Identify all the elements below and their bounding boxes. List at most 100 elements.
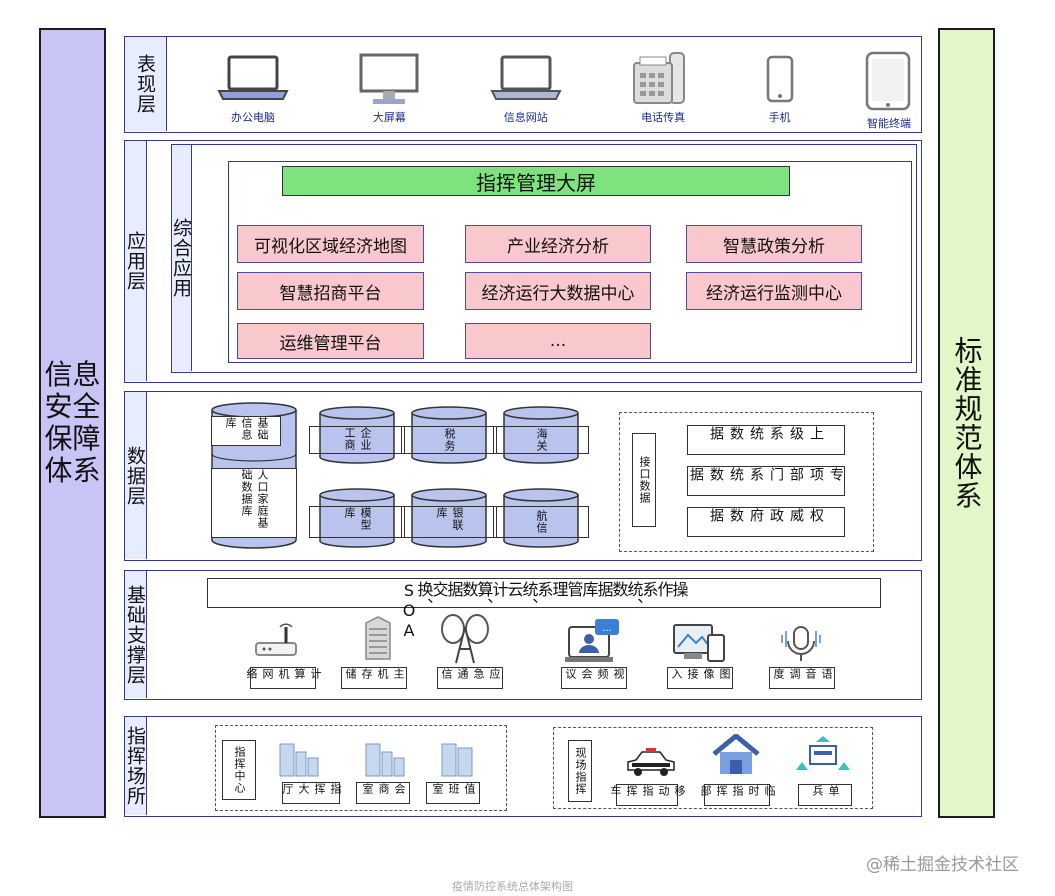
device-fax: 电话传真 [630, 51, 696, 131]
interface-data-label: 接口数据 [638, 456, 651, 504]
server-icon [365, 616, 391, 660]
police-car-icon [627, 748, 675, 776]
infra-label: 计算机网络 [245, 668, 322, 680]
db-label-box: 银联库 [401, 506, 497, 538]
infra-label: 主机存储 [344, 668, 405, 680]
antenna-icon [441, 614, 489, 664]
site-label: 值班室 [431, 783, 476, 795]
infra-storage [343, 615, 413, 661]
microphone-icon [781, 626, 821, 661]
site-mobile-vehicle [624, 748, 684, 778]
infra-voice-label: 语音调度 [769, 667, 835, 689]
module-industry-analysis: 产业经济分析 [465, 225, 651, 263]
db-enterprise: 企业工商 [309, 406, 405, 464]
site-label: 指挥大厅 [281, 783, 342, 795]
field-command-box: 现场指挥 [568, 740, 592, 802]
data-layer-label: 数据层 [124, 445, 146, 506]
image-access-icon [673, 624, 725, 662]
integrated-app-frame: 综合应用 指挥管理大屏 可视化区域经济地图 产业经济分析 智慧政策分析 智慧招商… [170, 144, 917, 373]
module-ops-platform: 运维管理平台 [237, 323, 424, 359]
tablet-icon [865, 51, 911, 111]
module-policy-analysis: 智慧政策分析 [686, 225, 862, 263]
population-db-label: 人口家庭基础数据库 [240, 469, 269, 529]
db-customs: 海关 [493, 406, 589, 464]
infra-label: 语音调度 [772, 668, 833, 680]
site-duty-room [438, 738, 498, 778]
module-label: 智慧招商平台 [279, 283, 382, 304]
module-label: 运维管理平台 [279, 333, 382, 354]
device-big-screen: 大屏幕 [357, 51, 421, 131]
source-label: 上级系统数据 [708, 426, 824, 441]
duty-room-label-box: 值班室 [426, 782, 480, 804]
meeting-room-label-box: 会商室 [356, 782, 410, 804]
db-label-box: 海关 [493, 426, 589, 454]
device-smart-terminal: 智能终端 [863, 51, 915, 131]
application-layer: 应用层 综合应用 指挥管理大屏 可视化区域经济地图 产业经济分析 智慧政策分析 … [124, 140, 922, 383]
module-label: 经济运行大数据中心 [481, 283, 635, 304]
watermark: @稀土掘金技术社区 [866, 855, 1019, 875]
command-center-frame: 指挥中心 指挥大厅 会商室 值班室 [215, 725, 507, 811]
db-unionpay: 银联库 [401, 488, 497, 548]
command-hall-label-box: 指挥大厅 [281, 782, 342, 804]
site-soldier [794, 736, 852, 776]
module-label: ... [549, 331, 567, 351]
data-layer: 数据层 基础信息库 人口家庭基础数据库 企业工商 税务 海关 模型库 银联库 [124, 391, 922, 561]
infra-image-label: 图像接入 [667, 667, 733, 689]
db-label: 海关 [535, 428, 548, 452]
site-temp-hq [712, 732, 762, 776]
temp-hq-label-box: 临时指挥部 [699, 784, 776, 806]
infra-storage-label: 主机存储 [341, 667, 407, 689]
field-command-label: 现场指挥 [574, 747, 587, 795]
infra-voice [773, 625, 829, 665]
site-label: 会商室 [361, 783, 406, 795]
laptop-icon [217, 55, 289, 100]
site-label: 单兵 [811, 785, 840, 797]
site-label: 移动指挥车 [609, 785, 686, 797]
site-command-hall [276, 738, 336, 778]
module-investment-platform: 智慧招商平台 [237, 272, 424, 310]
interface-data-box: 接口数据 [632, 433, 656, 527]
device-row: 办公电脑 大屏幕 信息网站 电话传真 手机 智能终端 [215, 51, 915, 131]
site-label: 临时指挥部 [699, 785, 776, 797]
database-icon [319, 488, 395, 548]
database-icon [411, 406, 487, 464]
integrated-app-label-box: 综合应用 [170, 145, 192, 371]
security-system-label: 信息安全保障体系 [44, 358, 101, 487]
monitor-icon [359, 53, 419, 104]
application-layer-label-box: 应用层 [124, 141, 147, 381]
module-label: 经济运行监测中心 [706, 283, 842, 304]
infra-label: 视频会议 [564, 668, 625, 680]
infrastructure-items: 计算机网络 主机存储 应急通信 ... 视频会议 图像接入 语音调度 [225, 613, 865, 695]
module-regional-map: 可视化区域经济地图 [237, 225, 424, 263]
base-info-db-label: 基础信息库 [224, 417, 269, 441]
presentation-layer-label: 表现层 [134, 54, 156, 114]
db-aviation: 航信 [493, 488, 589, 548]
command-screen-title: 指挥管理大屏 [476, 170, 596, 195]
phone-icon [766, 55, 793, 103]
module-label: 智慧政策分析 [723, 236, 825, 257]
db-label-box: 航信 [493, 506, 589, 538]
database-icon [319, 406, 395, 464]
command-sites-label: 指挥场所 [124, 726, 146, 806]
big-screen-frame [228, 161, 912, 363]
standards-system-label: 标准规范体系 [950, 336, 984, 510]
house-icon [712, 732, 760, 774]
db-model: 模型库 [309, 488, 405, 548]
db-label-box: 企业工商 [309, 426, 405, 454]
infra-network [241, 621, 311, 661]
soldier-unit-icon [796, 736, 850, 770]
infra-label: 应急通信 [440, 668, 501, 680]
building-icon [279, 743, 319, 777]
mobile-vehicle-label-box: 移动指挥车 [609, 784, 686, 806]
command-screen-banner: 指挥管理大屏 [282, 166, 790, 196]
module-monitoring-center: 经济运行监测中心 [686, 272, 862, 310]
router-icon [255, 623, 297, 656]
db-label: 税务 [443, 428, 456, 452]
soldier-label-box: 单兵 [798, 784, 852, 806]
command-sites-label-box: 指挥场所 [124, 717, 147, 815]
building-icon [441, 743, 473, 777]
database-icon [411, 488, 487, 548]
security-system-bar: 信息安全保障体系 [39, 28, 106, 818]
device-website: 信息网站 [488, 51, 564, 131]
population-db-box: 人口家庭基础数据库 [211, 468, 297, 538]
